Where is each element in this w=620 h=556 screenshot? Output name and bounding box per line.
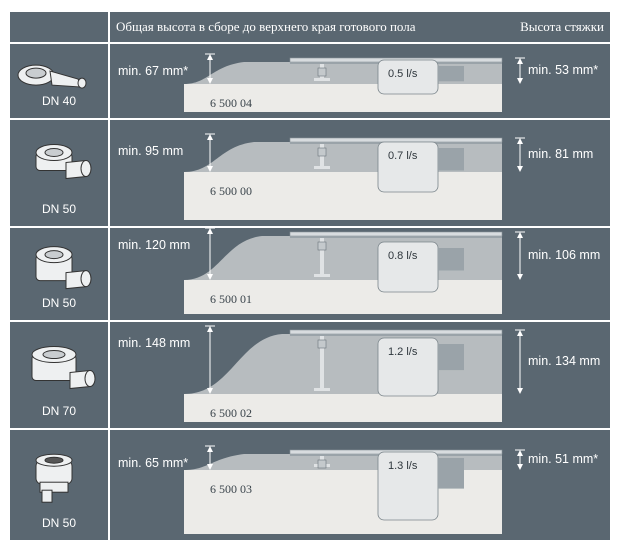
header-title: Общая высота в сборе до верхнего края го… xyxy=(110,12,508,42)
screed-height-arrow xyxy=(515,137,525,172)
install-diagram-cell: min. 148 mm min. 134 mm 6 500 02 1.2 l/s xyxy=(110,322,610,428)
flat-drain-dn40-icon xyxy=(17,64,87,89)
install-diagram-cell: min. 95 mm min. 81 mm 6 500 00 0.7 l/s xyxy=(110,120,610,226)
total-height-arrow xyxy=(205,325,215,394)
dn-size-label: DN 40 xyxy=(41,94,76,108)
floor-slab xyxy=(184,280,502,314)
drain-outlet xyxy=(438,148,464,171)
install-diagram-cell: min. 65 mm* min. 51 mm* 6 500 03 1.3 l/s xyxy=(110,430,610,540)
total-height-label: min. 95 mm xyxy=(118,144,184,158)
dn-size-label: DN 50 xyxy=(41,296,76,310)
drain-dn50-tall-icon xyxy=(35,246,92,290)
total-height-arrow xyxy=(205,133,215,172)
channel-rail xyxy=(289,231,503,237)
screed-height-arrow xyxy=(515,231,525,280)
channel-rail xyxy=(289,137,503,143)
total-height-label: min. 67 mm* xyxy=(118,64,189,78)
article-code: 6 500 02 xyxy=(210,406,252,420)
floor-slab xyxy=(184,84,502,112)
adjustable-foot xyxy=(320,336,324,390)
floor-slab xyxy=(184,172,502,220)
product-cell: DN 50 xyxy=(10,120,108,226)
flow-rate-label: 1.2 l/s xyxy=(388,346,418,358)
screed-height-label: min. 51 mm* xyxy=(528,452,599,466)
screed-height-label: min. 53 mm* xyxy=(528,63,599,77)
drain-outlet xyxy=(438,248,464,271)
channel-rail xyxy=(289,329,503,335)
flow-rate-label: 0.5 l/s xyxy=(388,68,418,80)
dn-size-label: DN 50 xyxy=(41,516,76,530)
dn-size-label: DN 50 xyxy=(41,202,76,216)
total-height-label: min. 120 mm xyxy=(118,238,191,252)
total-height-label: min. 65 mm* xyxy=(118,456,189,470)
product-cell: DN 70 xyxy=(10,322,108,428)
flow-rate-label: 1.3 l/s xyxy=(388,460,418,472)
screed-height-arrow xyxy=(515,329,525,394)
header-screed-height: Высота стяжки xyxy=(508,12,610,42)
product-cell: DN 50 xyxy=(10,228,108,320)
screed-height-arrow xyxy=(515,57,525,84)
total-height-label: min. 148 mm xyxy=(118,336,191,350)
product-cell: DN 50 xyxy=(10,430,108,540)
header-corner xyxy=(10,12,108,42)
floor-slab xyxy=(184,394,502,422)
dn-size-label: DN 70 xyxy=(41,404,76,418)
adjustable-foot xyxy=(320,238,324,276)
drain-dn70-icon xyxy=(31,346,96,390)
product-cell: DN 40 xyxy=(10,44,108,118)
vertical-drain-dn50-icon xyxy=(35,453,73,503)
flow-rate-label: 0.7 l/s xyxy=(388,150,418,162)
install-diagram-cell: min. 120 mm min. 106 mm 6 500 01 0.8 l/s xyxy=(110,228,610,320)
screed-height-label: min. 81 mm xyxy=(528,147,594,161)
screed-height-label: min. 106 mm xyxy=(528,248,601,262)
total-height-arrow xyxy=(205,228,215,280)
flow-rate-label: 0.8 l/s xyxy=(388,250,418,262)
article-code: 6 500 01 xyxy=(210,292,252,306)
article-code: 6 500 00 xyxy=(210,184,252,198)
screed-height-arrow xyxy=(515,449,525,470)
article-code: 6 500 04 xyxy=(210,96,252,110)
total-height-arrow xyxy=(205,445,215,470)
drain-outlet xyxy=(438,458,464,489)
drain-outlet xyxy=(438,344,464,371)
screed-height-label: min. 134 mm xyxy=(528,354,601,368)
total-height-arrow xyxy=(205,53,215,84)
install-diagram-cell: min. 67 mm* min. 53 mm* 6 500 04 0.5 l/s xyxy=(110,44,610,118)
drain-dn50-icon xyxy=(35,144,92,180)
drain-outlet xyxy=(438,66,464,82)
article-code: 6 500 03 xyxy=(210,482,252,496)
